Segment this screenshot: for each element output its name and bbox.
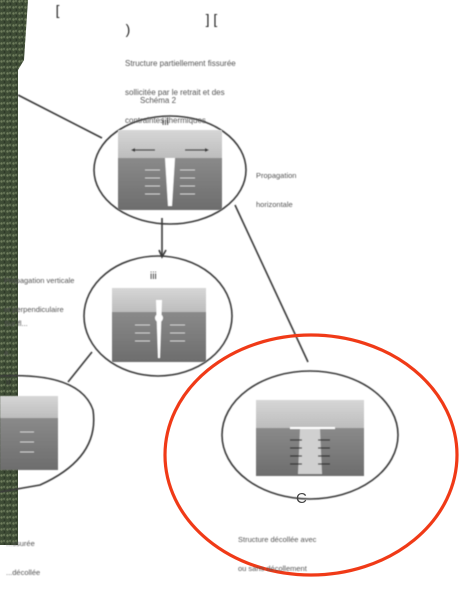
block-middle [112,288,206,362]
blurb-top-right-line1: Structure partiellement fissurée [125,59,236,68]
bottom-right-line1: Structure décollée avec [238,535,317,544]
block-bottom-left [0,396,58,470]
left-small-line1: Sur fl... [4,319,28,328]
propag-v-line2: et perpendiculaire [4,304,64,314]
bottom-left-line2: ...décollée [6,567,41,577]
label-letter-c: C [296,490,307,507]
ellipse-top [93,115,247,225]
bottom-left-line1: ...ssurée [6,539,35,548]
connector-top [17,94,103,139]
blurb-top-right: Structure partiellement fissurée sollici… [125,40,236,145]
top-bracket-text: [ ] [ ) [40,0,218,44]
blurb-propagation-horizontal: Propagation horizontale [256,152,296,228]
label-roman-3: ii [6,377,11,388]
arrow-head [158,249,167,259]
label-roman-1: iii [162,117,169,128]
blurb-propagation-vertical: Propagation verticale et perpendiculaire [4,257,74,333]
blurb-top-right-line3: contraintes thermiques [125,116,206,125]
ellipse-middle [83,255,233,377]
block-bottom-right [256,400,364,476]
schema-title: Schéma 2 [140,96,177,105]
left-small-line2: a... [4,347,15,357]
ellipse-bottom-left-partial [0,374,95,493]
blurb-bottom-left: ...ssurée ...décollée [6,520,40,596]
connector-left [67,351,93,383]
bracket-3: ) [125,20,131,37]
blurb-top-right-line2: sollicitée par le retrait et des [125,87,225,97]
highlight-circle [163,333,459,577]
ellipse-bottom-right [221,370,399,500]
label-roman-2: iii [150,271,157,282]
bracket-2: ] [ [205,11,218,27]
propag-v-line1: Propagation verticale [4,276,75,285]
bracket-1: [ [55,1,60,18]
blurb-left-small: Sur fl... a... [4,300,28,376]
propag-h-line2: horizontale [256,199,293,209]
propag-h-line1: Propagation [256,171,297,180]
block-top [118,130,222,210]
bottom-right-line2: ou sans décollement [238,563,307,573]
blurb-bottom-right: Structure décollée avec ou sans décollem… [238,516,316,592]
